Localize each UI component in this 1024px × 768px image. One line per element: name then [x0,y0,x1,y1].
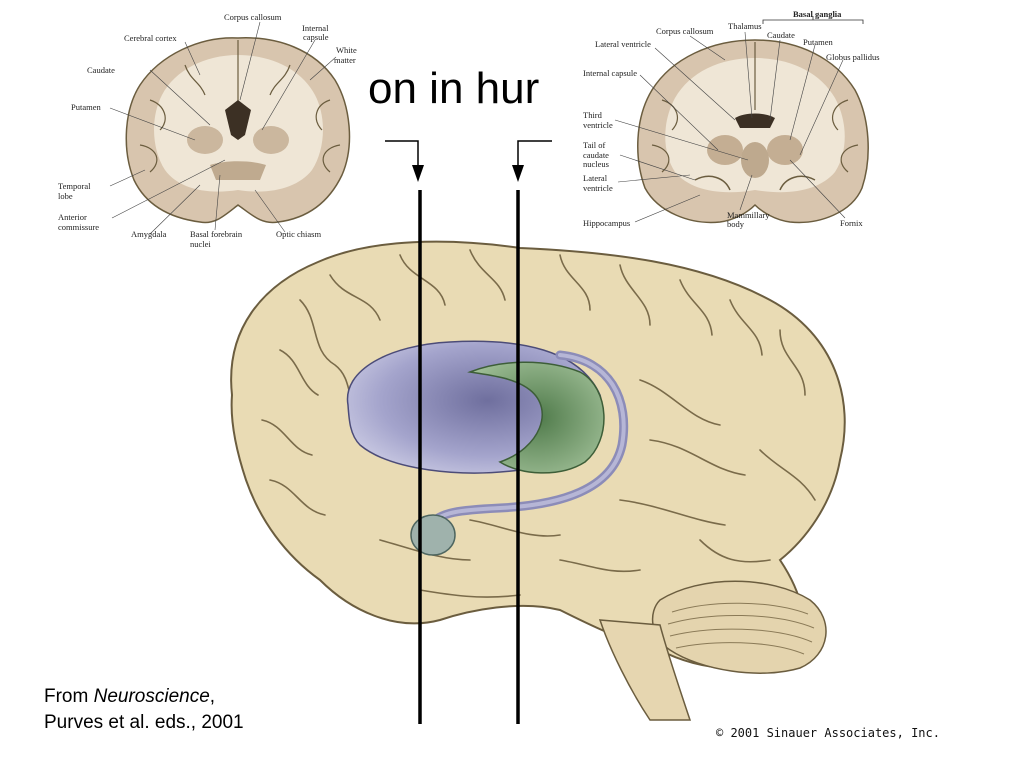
label-tail-caudate-3: nucleus [583,159,609,169]
label-lateral-ventricle2-1: Lateral [583,173,608,183]
label-tail-caudate-2: caudate [583,150,609,160]
credit-book-title: Neuroscience [93,686,210,707]
label-hippocampus: Hippocampus [583,218,631,228]
label-basal-ganglia: Basal ganglia [793,9,842,19]
label-corpus-callosum-right: Corpus callosum [656,26,714,36]
label-putamen-left: Putamen [71,102,101,112]
right-coronal-section [637,39,869,224]
label-mammillary-2: body [727,219,744,229]
label-caudate-left: Caudate [87,65,115,75]
label-third-ventricle-2: ventricle [583,120,613,130]
label-basal-forebrain-2: nuclei [190,239,211,249]
label-internal-capsule-left-2: capsule [303,32,329,42]
label-white-matter-1: White [336,45,357,55]
label-anterior-commissure-2: commissure [58,222,100,232]
label-temporal-lobe-2: lobe [58,191,73,201]
label-anterior-commissure-1: Anterior [58,212,87,222]
label-third-ventricle-1: Third [583,110,602,120]
lateral-brain [230,240,846,721]
source-credit: From Neuroscience, Purves et al. eds., 2… [44,684,244,736]
label-optic-chiasm: Optic chiasm [276,229,322,239]
label-mammillary-1: Mammillary [727,210,770,220]
label-cerebral-cortex: Cerebral cortex [124,33,177,43]
title-clip: on in hur [360,55,578,125]
left-coronal-section [125,37,351,224]
label-lateral-ventricle-right: Lateral ventricle [595,39,651,49]
label-corpus-callosum-left: Corpus callosum [224,12,282,22]
label-fornix: Fornix [840,218,863,228]
label-temporal-lobe-1: Temporal [58,181,91,191]
slide-title: on in hur [368,64,540,113]
label-caudate-right: Caudate [767,30,795,40]
label-thalamus: Thalamus [728,21,762,31]
label-lateral-ventricle2-2: ventricle [583,183,613,193]
label-internal-capsule-right: Internal capsule [583,68,638,78]
credit-suffix: , [209,686,216,707]
label-putamen-right: Putamen [803,37,833,47]
label-amygdala: Amygdala [131,229,167,239]
copyright-notice: © 2001 Sinauer Associates, Inc. [716,726,940,740]
credit-authors: Purves et al. eds., 2001 [44,712,244,733]
label-globus-pallidus: Globus pallidus [826,52,880,62]
credit-prefix: From [44,686,94,707]
label-white-matter-2: matter [334,55,356,65]
label-internal-capsule-left-1: Internal [302,23,329,33]
label-basal-forebrain-1: Basal forebrain [190,229,243,239]
section-lines [385,140,552,724]
label-tail-caudate-1: Tail of [583,140,606,150]
